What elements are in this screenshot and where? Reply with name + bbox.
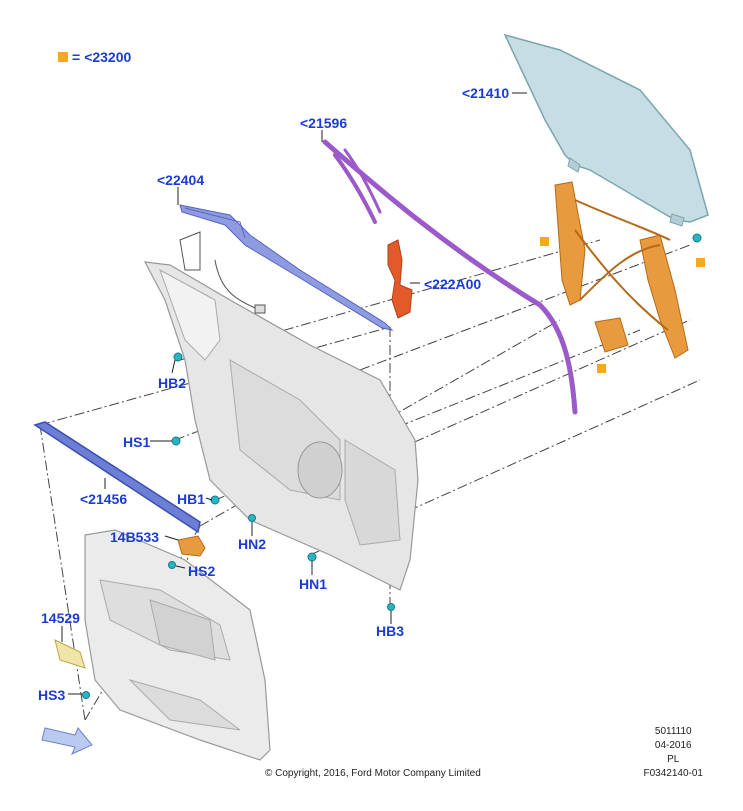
glass-bracket[interactable] (387, 239, 413, 319)
door-glass[interactable] (503, 33, 709, 227)
callout-hn2[interactable]: HN2 (238, 536, 267, 552)
legend-marker (58, 52, 68, 62)
callout-run-channel[interactable]: <21596 (300, 115, 348, 131)
callout-14b533[interactable]: 14B533 (110, 529, 160, 545)
callout-upper-weatherstrip[interactable]: <22404 (157, 172, 205, 188)
switch-14529[interactable] (54, 639, 86, 669)
beltline-weatherstrip[interactable] (33, 421, 201, 534)
callout-hs3[interactable]: HS3 (38, 687, 66, 703)
callout-hb3[interactable]: HB3 (376, 623, 405, 639)
upper-weatherstrip[interactable] (179, 204, 394, 331)
door-inner-panel[interactable] (143, 261, 419, 591)
callout-hb1[interactable]: HB1 (177, 491, 206, 507)
callout-14529[interactable]: 14529 (41, 610, 80, 626)
legend: = <23200 (58, 49, 131, 65)
glass-run-channel[interactable] (322, 139, 578, 415)
callout-hs1[interactable]: HS1 (123, 434, 151, 450)
door-trim-panel[interactable] (84, 529, 271, 761)
meta-line2: 04-2016 (654, 740, 692, 751)
callout-hs2[interactable]: HS2 (188, 563, 216, 579)
legend-code: <23200 (84, 49, 132, 65)
callout-hn1[interactable]: HN1 (299, 576, 328, 592)
window-regulator[interactable] (554, 181, 689, 359)
wiring-harness (179, 231, 266, 314)
front-direction-arrow (41, 727, 93, 755)
meta-line3: PL (667, 754, 680, 765)
drawing-metadata: 5011110 04-2016 PL F0342140-01 (644, 725, 704, 781)
callout-glass[interactable]: <21410 (462, 85, 510, 101)
meta-line4: F0342140-01 (643, 768, 704, 779)
module-14b533[interactable] (177, 535, 206, 557)
callout-bracket[interactable]: <222A00 (424, 276, 482, 292)
copyright-notice: © Copyright, 2016, Ford Motor Company Li… (265, 768, 481, 779)
meta-line1: 5011110 (654, 726, 692, 737)
leader-lines (61, 92, 527, 695)
marker-squares (540, 237, 705, 373)
callout-beltline-weatherstrip[interactable]: <21456 (80, 491, 128, 507)
callout-hb2[interactable]: HB2 (158, 375, 187, 391)
legend-equals: = (72, 49, 81, 65)
